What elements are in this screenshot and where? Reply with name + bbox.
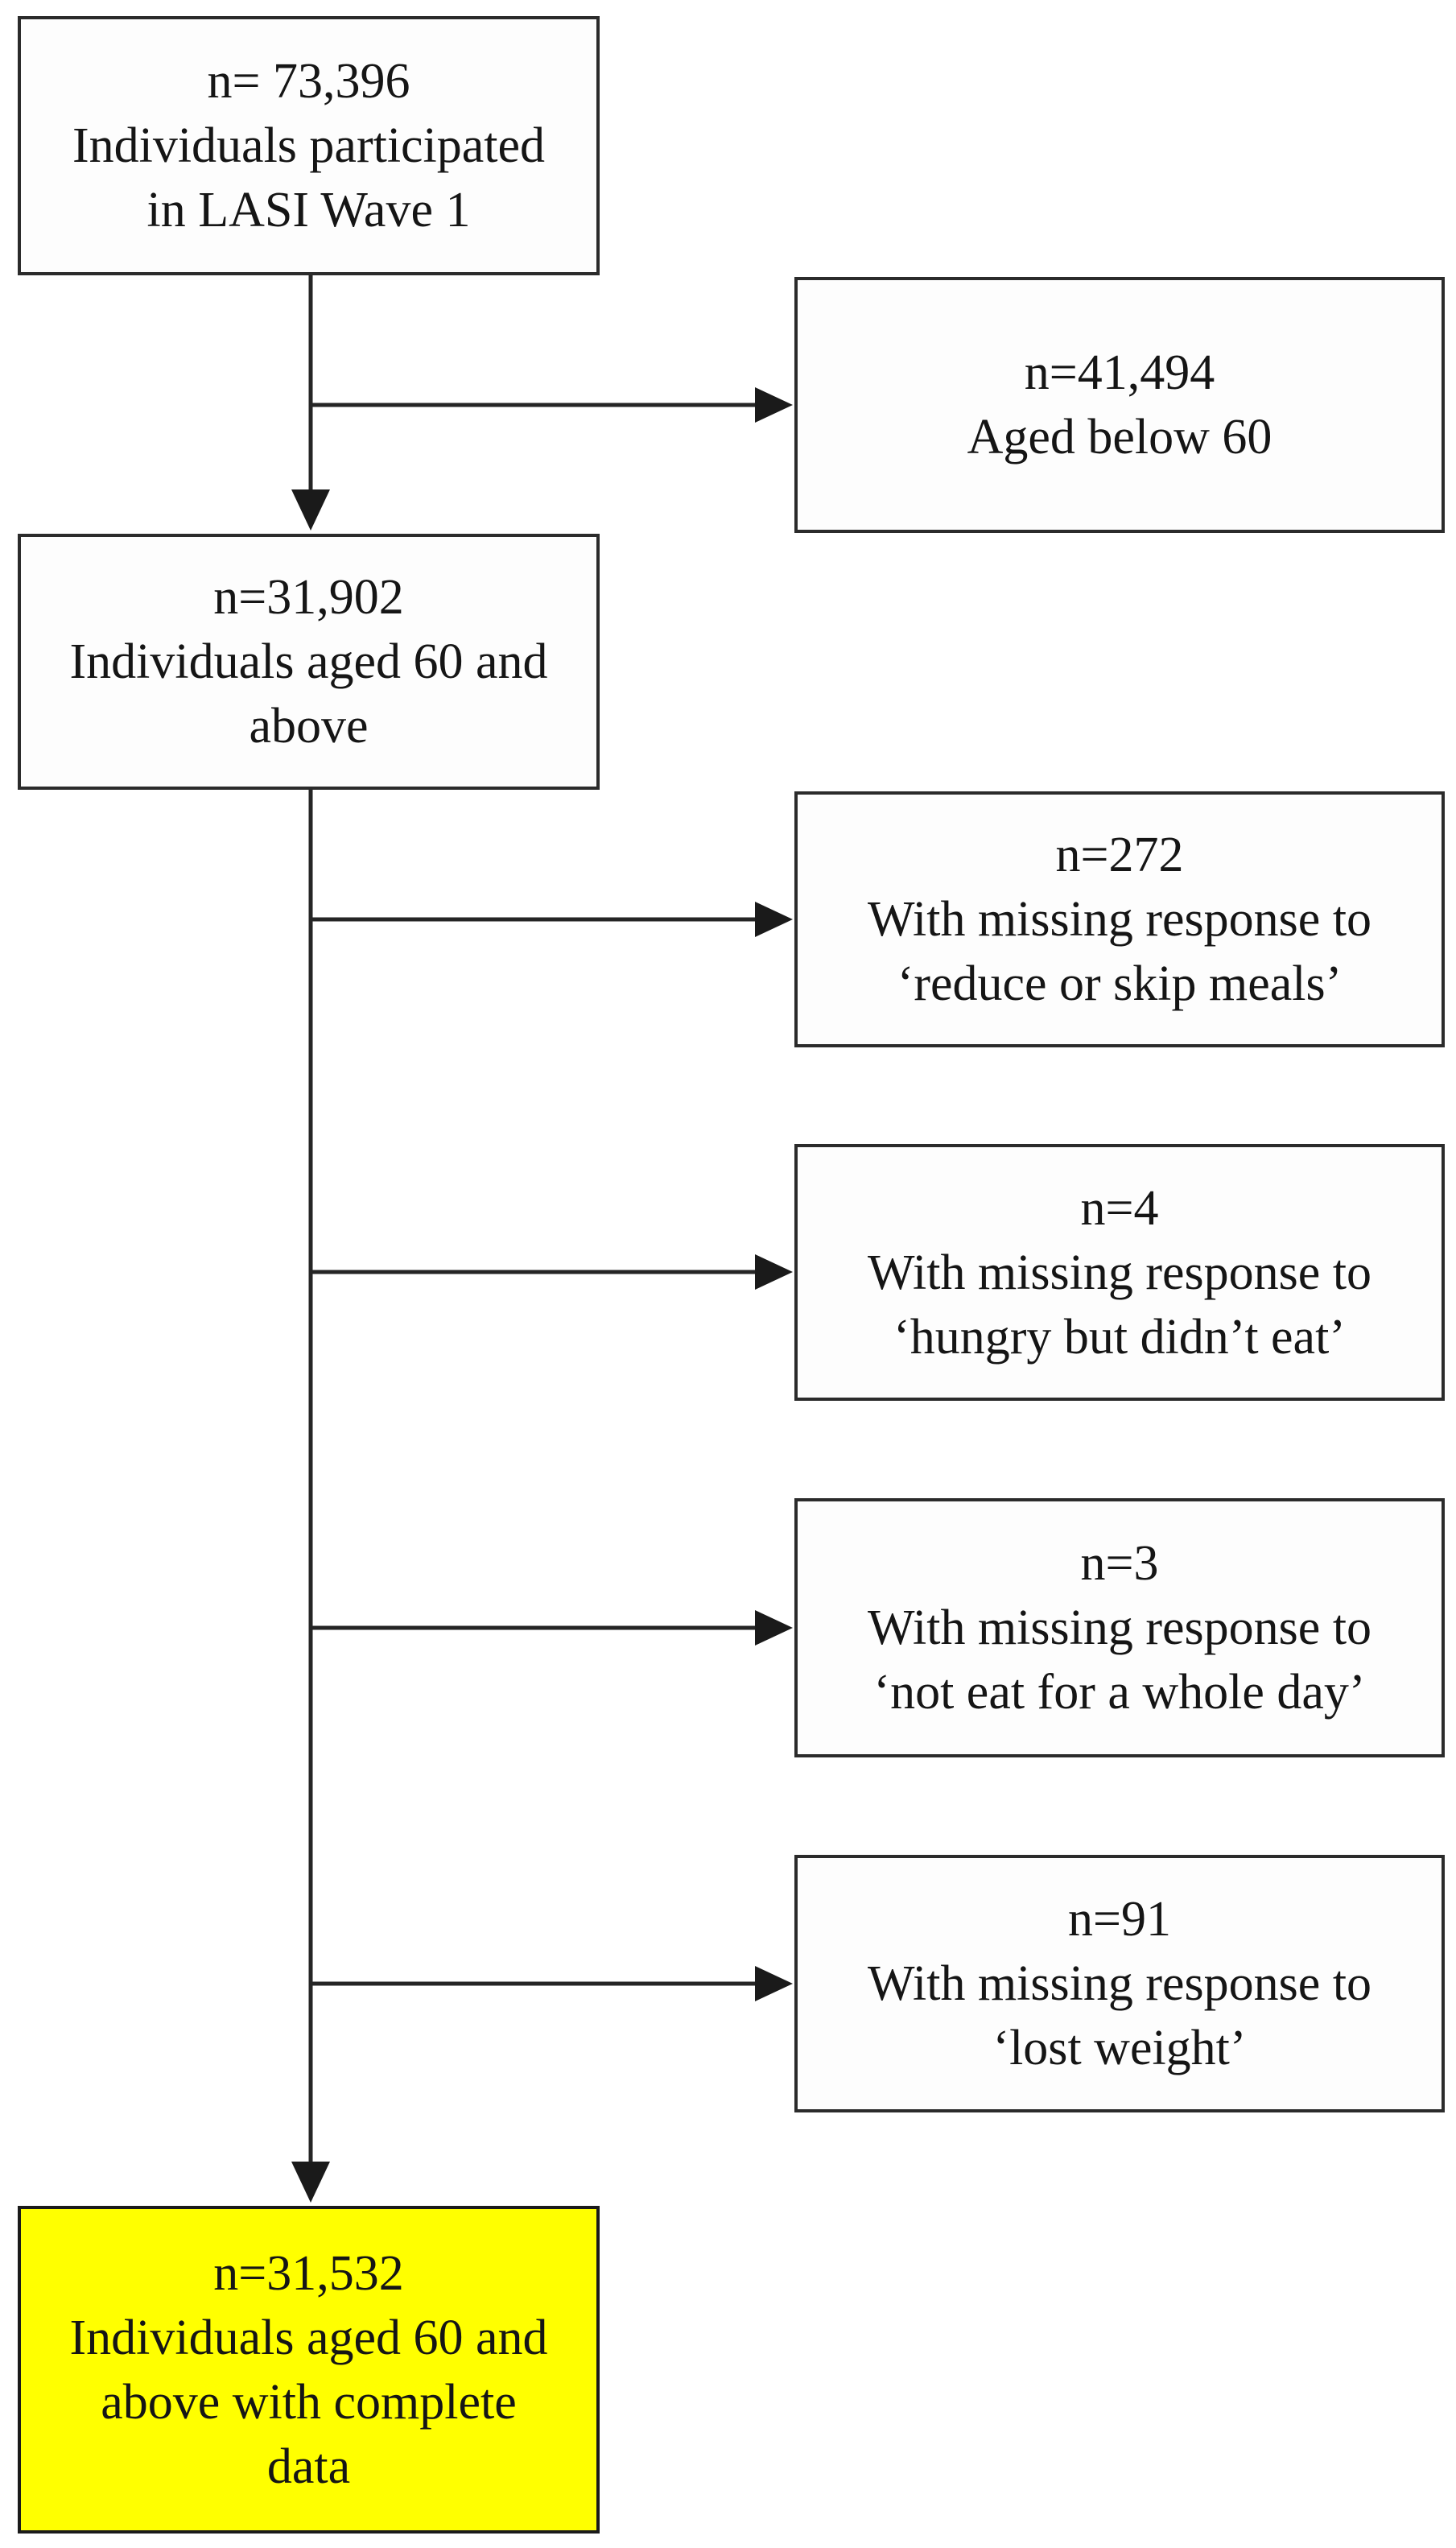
label-line: With missing response to <box>867 1600 1372 1655</box>
label-line: With missing response to <box>867 1245 1372 1300</box>
flow-box-aged-below-60: n=41,494 Aged below 60 <box>794 277 1445 533</box>
count-line: n=91 <box>1068 1892 1171 1947</box>
arrowhead-right-icon <box>755 1610 793 1646</box>
count-line: n=4 <box>1080 1180 1159 1236</box>
label-line: ‘lost weight’ <box>992 2021 1247 2075</box>
label-line: Individuals aged 60 and <box>69 634 548 689</box>
flow-box-missing-skip-meals: n=272 With missing response to ‘reduce o… <box>794 791 1445 1047</box>
label-line: Aged below 60 <box>967 410 1272 465</box>
label-line: above with complete <box>101 2374 517 2430</box>
arrowhead-right-icon <box>755 1966 793 2001</box>
arrowhead-right-icon <box>755 1254 793 1290</box>
count-line: n= 73,396 <box>207 54 410 109</box>
flow-box-missing-whole-day: n=3 With missing response to ‘not eat fo… <box>794 1498 1445 1757</box>
arrowhead-right-icon <box>755 387 793 423</box>
arrowhead-down-icon <box>291 489 330 531</box>
arrowhead-down-icon <box>291 2162 330 2203</box>
count-line: n=31,532 <box>213 2245 404 2301</box>
flow-box-final-sample: n=31,532 Individuals aged 60 and above w… <box>18 2206 600 2534</box>
label-line: Individuals participated <box>72 118 546 173</box>
label-line: With missing response to <box>867 892 1372 947</box>
flow-box-participants: n= 73,396 Individuals participated in LA… <box>18 16 600 275</box>
label-line: data <box>266 2439 351 2494</box>
flow-box-aged-60-above: n=31,902 Individuals aged 60 and above <box>18 534 600 790</box>
label-line: Individuals aged 60 and <box>69 2310 548 2365</box>
count-line: n=3 <box>1080 1536 1159 1591</box>
label-line: in LASI Wave 1 <box>146 183 471 237</box>
label-line: With missing response to <box>867 1956 1372 2011</box>
count-line: n=41,494 <box>1024 345 1215 400</box>
label-line: ‘hungry but didn’t eat’ <box>893 1309 1346 1365</box>
flow-box-missing-hungry: n=4 With missing response to ‘hungry but… <box>794 1144 1445 1401</box>
flow-box-missing-lost-weight: n=91 With missing response to ‘lost weig… <box>794 1855 1445 2112</box>
arrowhead-right-icon <box>755 902 793 937</box>
count-line: n=31,902 <box>213 570 404 625</box>
count-line: n=272 <box>1055 828 1184 882</box>
label-line: ‘reduce or skip meals’ <box>897 956 1343 1011</box>
label-line: above <box>249 699 369 754</box>
label-line: ‘not eat for a whole day’ <box>873 1665 1366 1720</box>
